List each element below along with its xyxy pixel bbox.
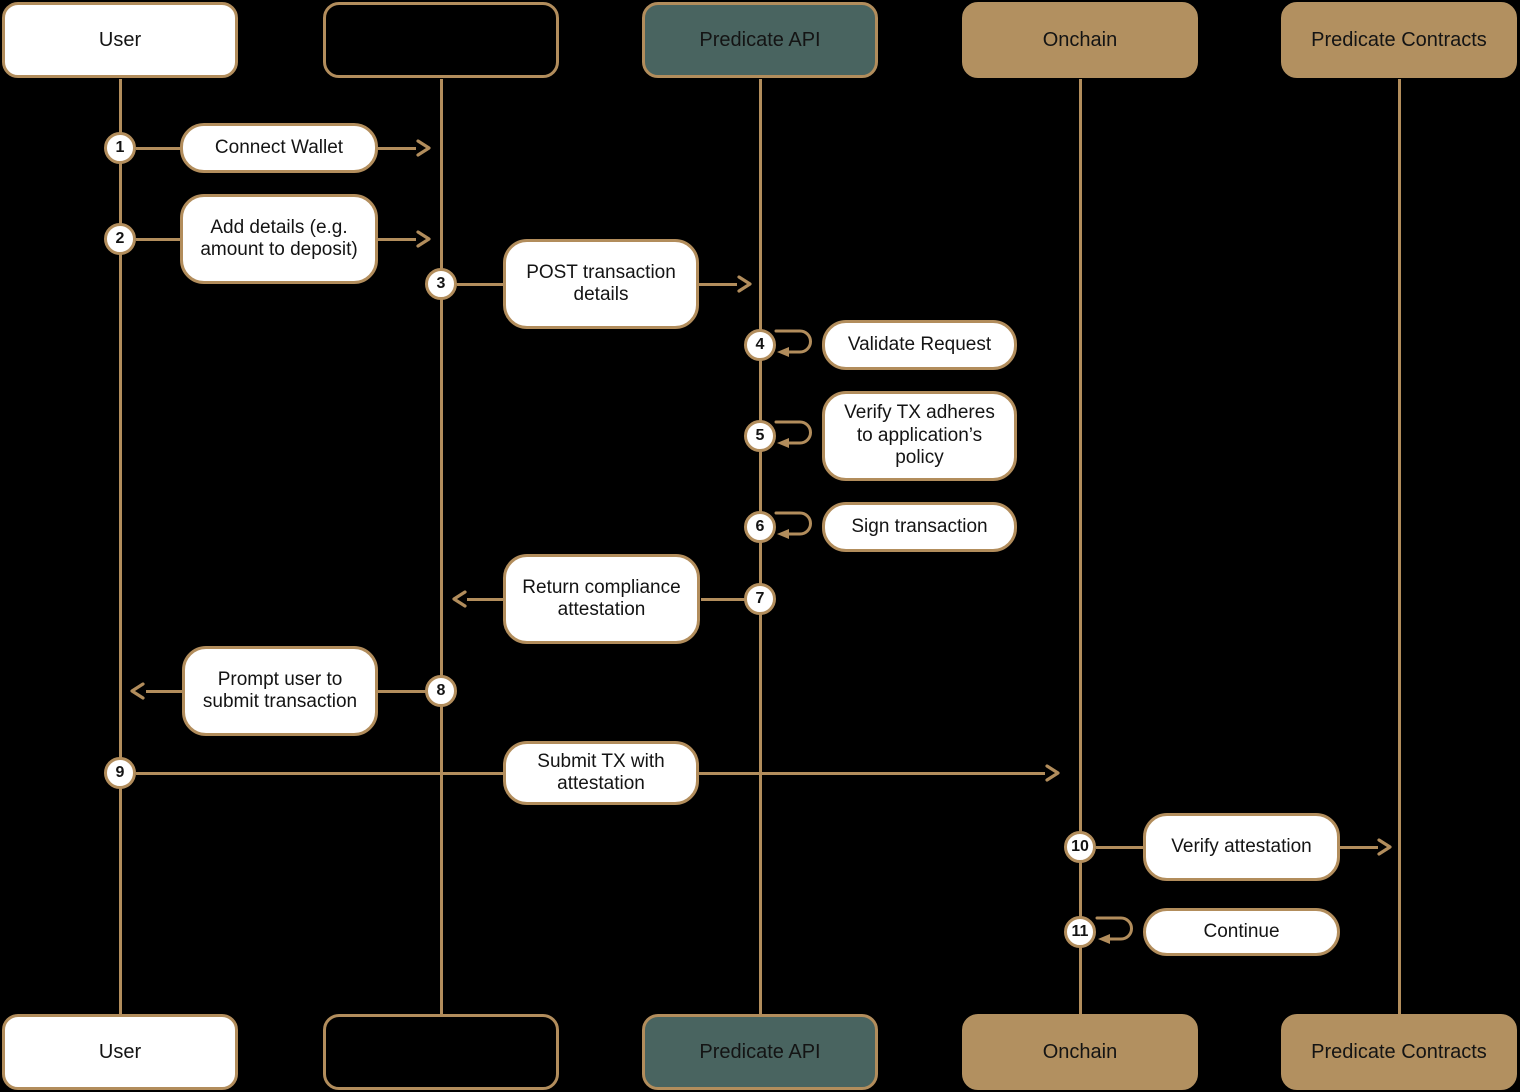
step-8-label: Prompt user to submit transaction	[202, 668, 358, 712]
step-1-label: Connect Wallet	[214, 136, 344, 158]
lifeline-predicate-contracts	[1398, 79, 1401, 1014]
arrow-right-icon	[416, 230, 431, 248]
step-7-label: Return compliance attestation	[522, 576, 681, 620]
step-9-number: 9	[104, 757, 136, 789]
step-2-line	[376, 238, 416, 241]
actor-predicate-api-top: Predicate API	[642, 2, 878, 78]
step-11-number: 11	[1064, 916, 1096, 948]
step-10-line	[1338, 846, 1378, 849]
arrow-right-icon	[737, 275, 752, 293]
step-3-label: POST transaction details	[526, 261, 676, 305]
step-1-line	[376, 147, 416, 150]
step-5-message: Verify TX adheres to application’s polic…	[822, 391, 1017, 481]
actor-onchain-top: Onchain	[962, 2, 1198, 78]
step-6-number: 6	[744, 511, 776, 543]
step-6-label: Sign transaction	[851, 515, 988, 537]
lifeline-onchain	[1079, 79, 1082, 1014]
actor-predicate-contracts-top: Predicate Contracts	[1281, 2, 1517, 78]
self-loop-icon	[774, 329, 812, 357]
step-2-message: Add details (e.g. amount to deposit)	[180, 194, 378, 284]
step-10-label: Verify attestation	[1171, 835, 1312, 857]
actor-predicate-contracts-label: Predicate Contracts	[1311, 28, 1487, 51]
actor-predicate-api-label: Predicate API	[699, 1040, 821, 1063]
actor-predicate-contracts-label: Predicate Contracts	[1311, 1040, 1487, 1063]
step-11-label: Continue	[1203, 920, 1280, 942]
step-8-number: 8	[425, 675, 457, 707]
step-5-label: Verify TX adheres to application’s polic…	[844, 402, 995, 469]
lifeline-predicate-api	[759, 79, 762, 1014]
step-8-line	[376, 690, 426, 693]
lifeline-user	[119, 79, 122, 1014]
step-6-message: Sign transaction	[822, 502, 1017, 552]
step-10-message: Verify attestation	[1143, 813, 1340, 881]
arrow-left-icon	[130, 682, 145, 700]
actor-app-bottom	[323, 1014, 559, 1090]
step-10-number: 10	[1064, 831, 1096, 863]
arrow-right-icon	[1377, 838, 1392, 856]
step-10-line	[1096, 846, 1144, 849]
lifeline-app	[440, 79, 443, 1014]
step-7-line	[701, 598, 745, 601]
step-9-message: Submit TX with attestation	[503, 741, 699, 805]
step-2-label: Add details (e.g. amount to deposit)	[200, 216, 358, 260]
actor-onchain-bottom: Onchain	[962, 1014, 1198, 1090]
step-1-number: 1	[104, 132, 136, 164]
arrow-right-icon	[416, 139, 431, 157]
step-2-number: 2	[104, 223, 136, 255]
step-8-line	[146, 690, 184, 693]
step-7-number: 7	[744, 583, 776, 615]
arrow-left-icon	[452, 590, 467, 608]
step-7-line	[467, 598, 505, 601]
actor-user-bottom: User	[2, 1014, 238, 1090]
step-3-line	[457, 283, 505, 286]
step-1-line	[136, 147, 182, 150]
step-4-message: Validate Request	[822, 320, 1017, 370]
actor-predicate-contracts-bottom: Predicate Contracts	[1281, 1014, 1517, 1090]
step-7-message: Return compliance attestation	[503, 554, 700, 644]
step-1-message: Connect Wallet	[180, 123, 378, 173]
actor-onchain-label: Onchain	[1042, 28, 1118, 51]
actor-user-label: User	[98, 28, 142, 51]
actor-user-label: User	[98, 1040, 142, 1063]
step-4-number: 4	[744, 329, 776, 361]
actor-predicate-api-bottom: Predicate API	[642, 1014, 878, 1090]
step-3-number: 3	[425, 268, 457, 300]
actor-app-top	[323, 2, 559, 78]
step-8-message: Prompt user to submit transaction	[182, 646, 378, 736]
step-4-label: Validate Request	[847, 333, 992, 355]
actor-predicate-api-label: Predicate API	[699, 28, 821, 51]
step-3-message: POST transaction details	[503, 239, 699, 329]
self-loop-icon	[774, 511, 812, 539]
actor-user-top: User	[2, 2, 238, 78]
self-loop-icon	[774, 420, 812, 448]
actor-onchain-label: Onchain	[1042, 1040, 1118, 1063]
step-9-label: Submit TX with attestation	[537, 750, 665, 794]
self-loop-icon	[1095, 916, 1133, 944]
arrow-right-icon	[1045, 764, 1060, 782]
step-5-number: 5	[744, 420, 776, 452]
step-11-message: Continue	[1143, 908, 1340, 956]
step-2-line	[136, 238, 182, 241]
step-3-line	[697, 283, 737, 286]
